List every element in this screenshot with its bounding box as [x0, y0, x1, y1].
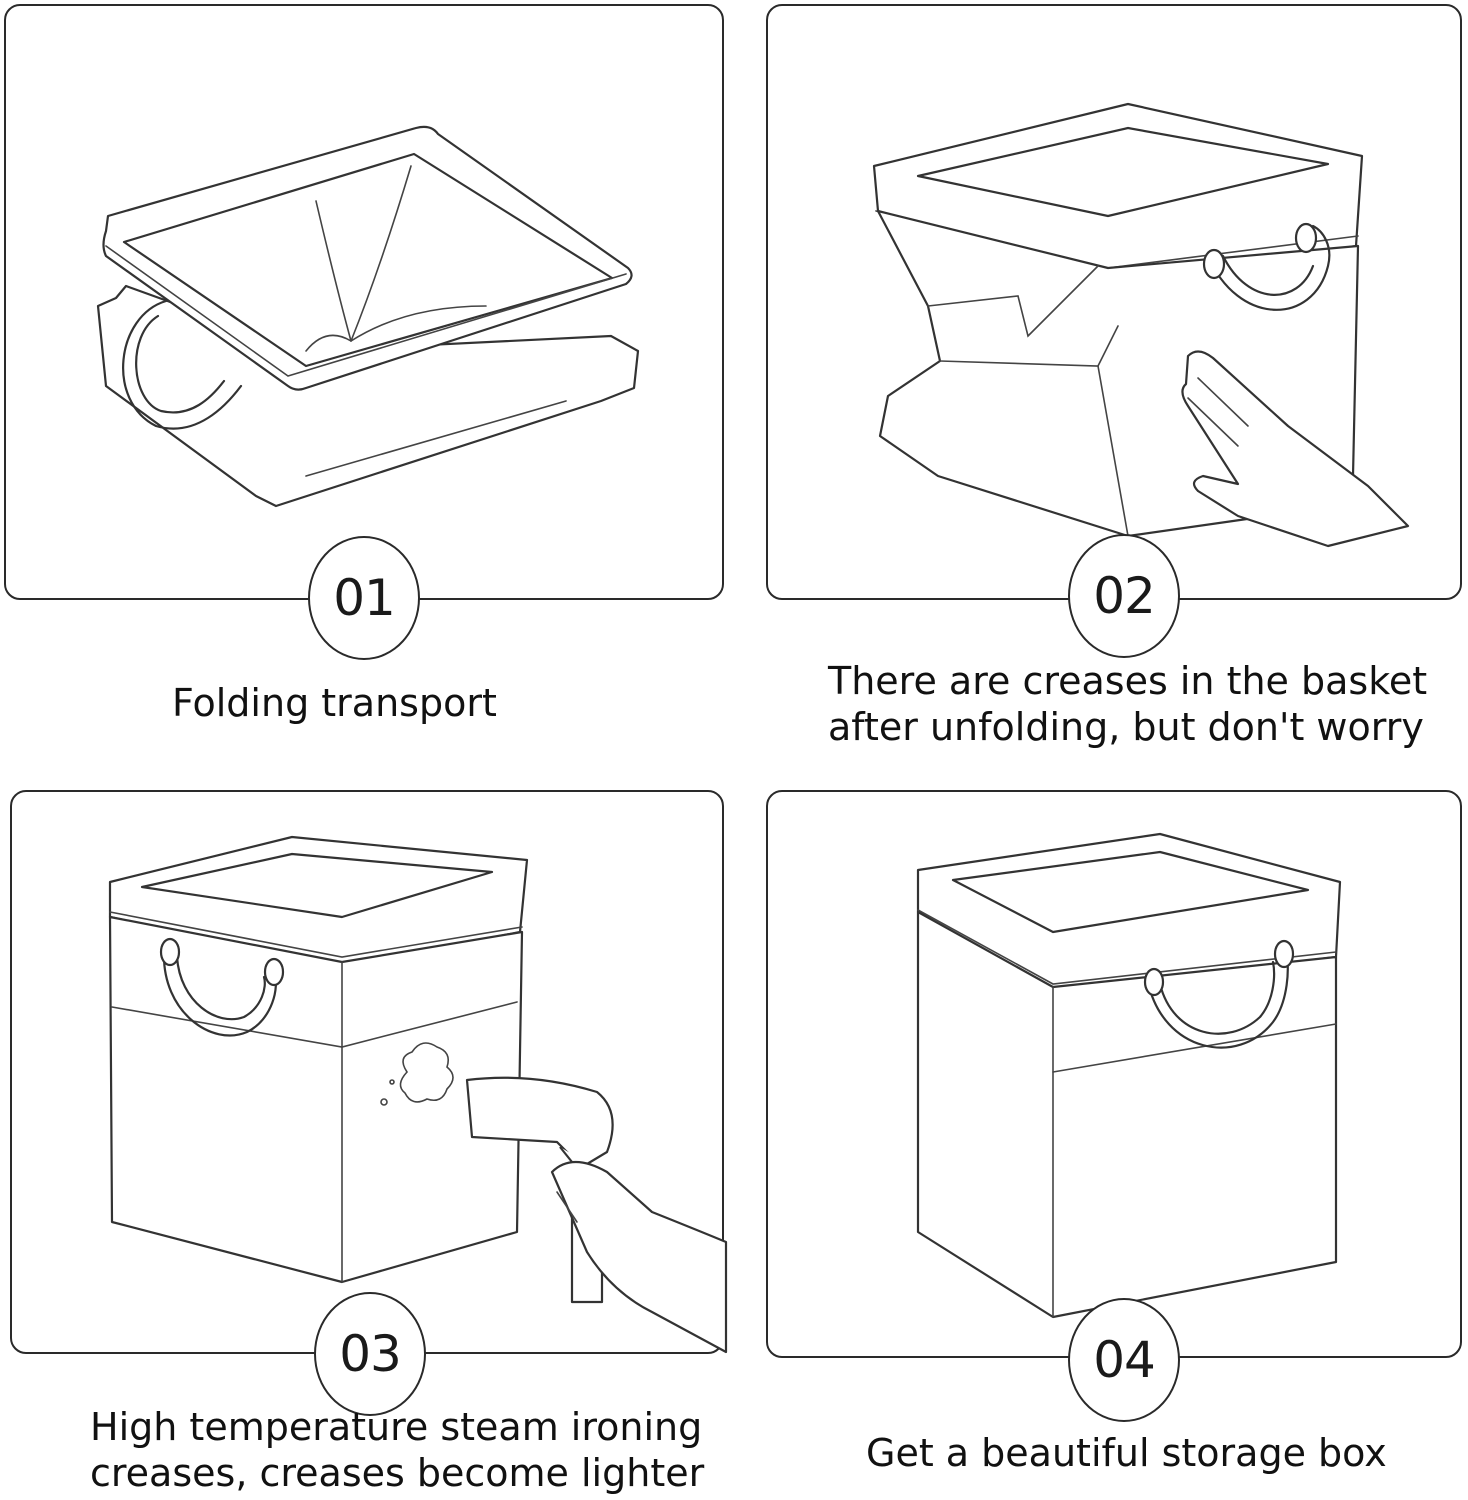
- step-4-panel: 04: [766, 790, 1462, 1422]
- step-2-badge: 02: [1068, 534, 1180, 658]
- step-3-panel: 03: [10, 790, 728, 1416]
- step-2-caption: There are creases in the basket after un…: [828, 659, 1428, 749]
- step-2-panel: 02: [766, 4, 1462, 658]
- step-3-badge: 03: [314, 1292, 426, 1416]
- creased-basket-with-hand-illustration: [872, 102, 1410, 548]
- step-1-panel: 01: [4, 4, 724, 660]
- finished-storage-box-illustration: [916, 832, 1342, 1319]
- step-3-caption: High temperature steam ironing creases, …: [90, 1405, 705, 1495]
- steamer-ironing-basket-illustration: [108, 835, 728, 1354]
- step-4-caption: Get a beautiful storage box: [866, 1431, 1387, 1475]
- folded-basket-illustration: [96, 125, 640, 508]
- step-number: 04: [1093, 1331, 1156, 1389]
- step-number: 03: [339, 1325, 402, 1383]
- step-1-caption: Folding transport: [172, 681, 497, 725]
- step-number: 02: [1093, 567, 1156, 625]
- step-1-badge: 01: [308, 536, 420, 660]
- step-4-badge: 04: [1068, 1298, 1180, 1422]
- step-number: 01: [333, 569, 396, 627]
